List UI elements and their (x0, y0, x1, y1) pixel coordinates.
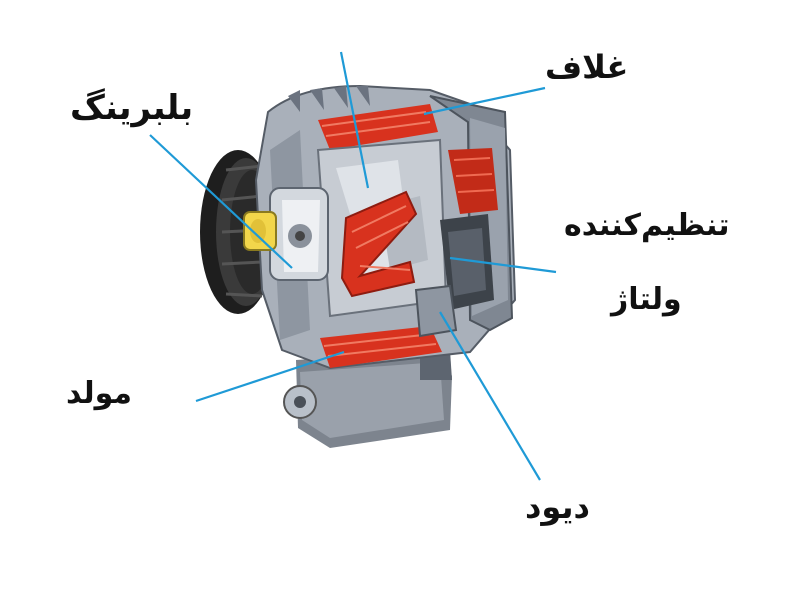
stator-winding (318, 104, 498, 368)
leader-line-diode (439, 311, 541, 481)
generator-label: مولد (66, 376, 132, 411)
rotor-coil (340, 190, 418, 298)
voltage-regulator-label-line1: تنظیم‌کننده (564, 208, 730, 243)
leader-line-bearing (149, 134, 293, 269)
cover-label: غلاف (545, 48, 629, 86)
leader-line-regulator (449, 256, 557, 274)
diode-label: دیود (525, 488, 590, 526)
leader-line-generator (195, 350, 345, 403)
leader-lines (149, 51, 557, 481)
leader-line-top (339, 51, 370, 189)
leader-line-cover (423, 86, 546, 116)
bearing-label: بلبرینگ (70, 88, 194, 128)
bearing (243, 187, 329, 281)
voltage-regulator-label-line2: ولتاژ (611, 282, 682, 317)
bottom-housing (283, 350, 452, 448)
voltage-regulator (440, 214, 494, 310)
